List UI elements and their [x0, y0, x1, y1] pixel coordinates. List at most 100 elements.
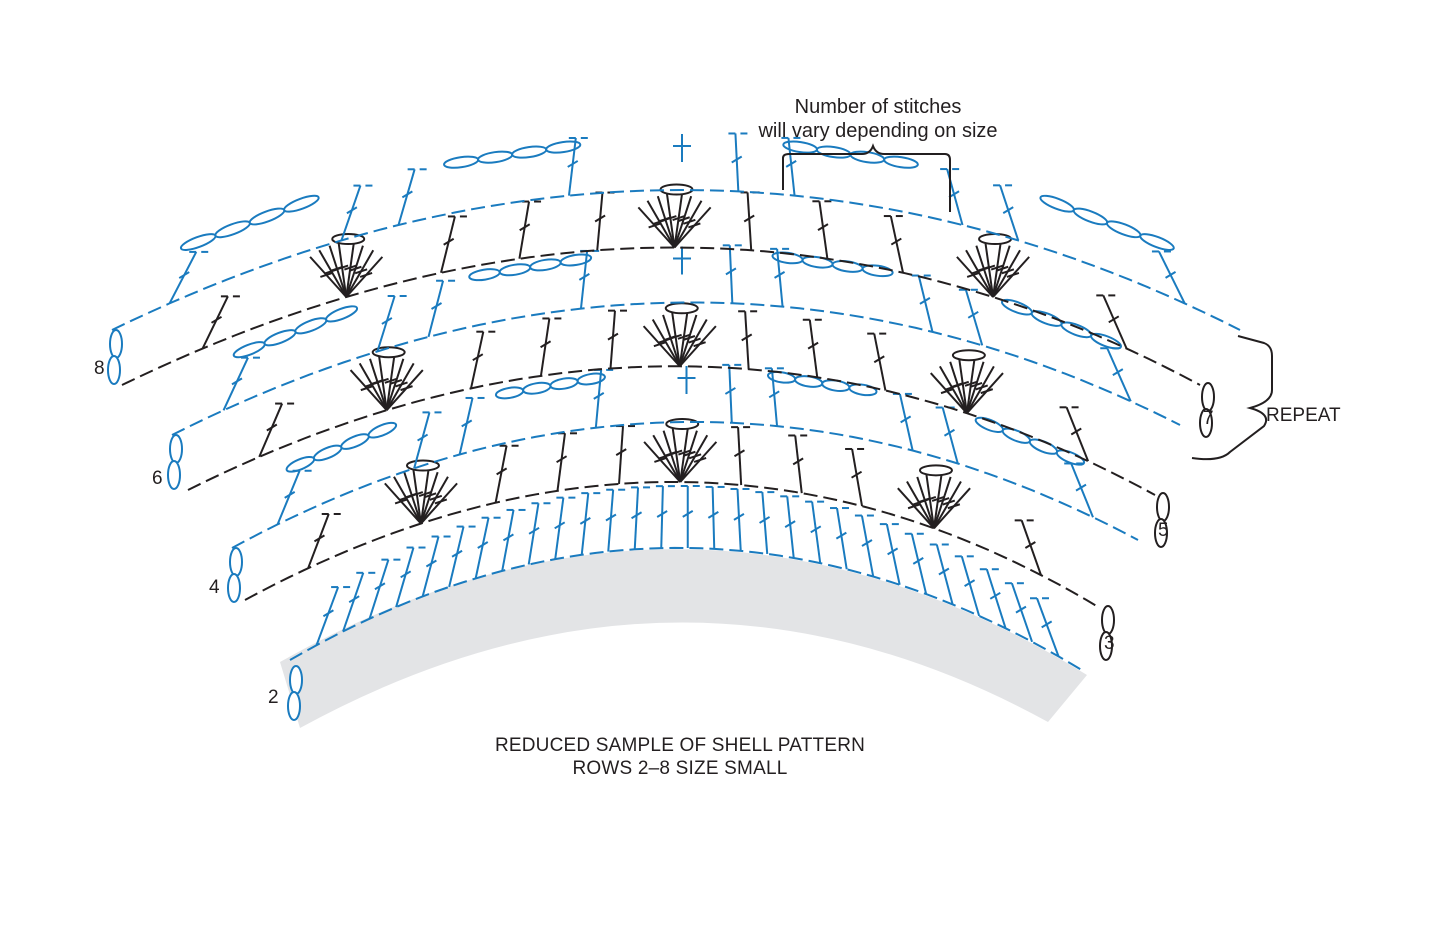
row-3-stitch-13: [1020, 520, 1042, 576]
row-5-shell-2-bar-0: [940, 388, 954, 395]
row-5-shell-0-bar-7: [400, 385, 413, 392]
row-7-stitch-4: [440, 216, 456, 273]
row-2-stitch-22: [860, 515, 875, 577]
row-7-turn-a: [1201, 382, 1215, 412]
row-8-chain-1-1: [477, 150, 514, 164]
row-8-stitch-12-bar: [785, 160, 797, 168]
row-6-arc: [171, 301, 1181, 436]
row-7-shell-2-stem-5: [992, 245, 1011, 298]
row-2-stitch-1: [315, 586, 340, 646]
row-2-stitch-3: [368, 559, 390, 620]
row-2-turn-a: [289, 665, 303, 695]
foundation-band: [280, 549, 1087, 728]
row-3-turn-b: [1099, 631, 1113, 661]
row-7-stitch-5: [518, 201, 531, 259]
row-2-stitch-27: [985, 568, 1007, 629]
row-5-shell-2-stem-0: [930, 372, 968, 414]
row-4-chain-1-1: [522, 381, 552, 395]
repeat-label: REPEAT: [1266, 405, 1341, 426]
row-7-shell-0-stem-7: [345, 256, 384, 298]
row-4-chain-3-2: [1028, 438, 1059, 455]
row-2-stitch-10-bar: [554, 521, 566, 530]
row-2-stitch-12-bar: [605, 513, 617, 522]
row-3-shell-1-bar-7: [693, 456, 707, 463]
row-4-stitch-19: [1070, 463, 1094, 518]
row-8-chain-1-2: [511, 145, 548, 159]
row-8-chain-3-1: [1072, 207, 1109, 226]
row-7-shell-2-bar-4: [990, 264, 1004, 271]
row-4-stitch-5: [458, 397, 474, 455]
row-6-stitch-12-bar: [774, 270, 786, 279]
row-7-turn-b: [1199, 408, 1213, 438]
row-3-shell-1-chain: [665, 418, 700, 430]
row-8-stitch-1: [168, 251, 198, 304]
row-8-chain-0-0: [179, 233, 217, 251]
row-3-shell-0-stem-3: [412, 469, 422, 524]
row-5-shell-1-bar-3: [669, 333, 682, 340]
row-6-stitch-15: [917, 275, 934, 333]
row-5-shell-2-chain: [951, 349, 986, 362]
row-5-shell-0-bar-5: [389, 379, 403, 385]
row-5-shell-1-chain: [664, 302, 699, 315]
row-7-shell-1-stem-2: [656, 195, 676, 248]
row-5-turn-a: [1156, 492, 1170, 522]
row-7-stitch-1-bar: [210, 315, 223, 324]
row-3-shell-1-stem-7: [679, 441, 718, 483]
row-3-shell-0-bar-0: [394, 498, 408, 505]
row-8-turn-a: [109, 329, 123, 359]
stitch-count-bracket: [782, 143, 951, 212]
row-8-stitch-4-bar: [346, 206, 358, 215]
row-2-stitch-26: [960, 556, 981, 617]
row-number-7: 7: [1203, 408, 1214, 429]
row-4-stitch-4-bar: [417, 433, 429, 442]
row-5-shell-0-stem-2: [369, 358, 388, 411]
row-7-shell-1-bar-7: [688, 222, 701, 229]
row-5-shell-1-stem-2: [662, 314, 681, 367]
row-3-shell-1-stem-5: [679, 430, 698, 483]
row-7-shell-0-stem-0: [309, 256, 347, 298]
row-3-shell-2-stem-3: [925, 474, 935, 529]
row-8-stitch-11-bar: [731, 155, 743, 164]
row-8-arc: [111, 188, 1241, 331]
row-5-shell-2-bar-3: [956, 380, 970, 387]
row-5-stitch-4: [470, 331, 485, 389]
row-2-stitch-6-bar: [451, 549, 463, 558]
row-3-stitch-5-bar: [556, 455, 568, 464]
row-4-arc: [231, 421, 1139, 549]
row-6-chain-1-2: [529, 258, 562, 272]
row-3-shell-1-stem-0: [643, 441, 681, 483]
row-8-chain-1-0: [443, 155, 480, 169]
row-5-shell-2-stem-2: [949, 361, 968, 414]
row-3-shell-1-stem-2: [662, 430, 682, 483]
row-3-shell-2-stem-5: [933, 476, 952, 529]
row-2-stitch-19-bar: [784, 520, 796, 528]
row-5-shell-0-bar-4: [384, 377, 398, 384]
row-8-chain-0-2: [248, 207, 286, 226]
row-3-arc: [244, 481, 1101, 609]
row-2-turn-b: [287, 691, 301, 721]
row-2-stitch-14-bar: [656, 510, 668, 518]
row-8-stitch-19: [1158, 251, 1186, 304]
row-4-stitch-8: [594, 369, 603, 428]
row-7-shell-1-stem-7: [673, 206, 712, 249]
row-6-chain-3-2: [1060, 321, 1093, 339]
row-3-shell-0-bar-7: [434, 498, 448, 505]
row-5-stitch-4-bar: [472, 353, 484, 362]
row-6-turn-b: [167, 460, 181, 490]
row-5-shell-2-bar-6: [975, 384, 989, 391]
row-number-8: 8: [94, 358, 105, 379]
row-7-shell-1-bar-4: [672, 215, 685, 222]
row-3-shell-1-bar-5: [683, 450, 696, 457]
row-2-stitch-4: [395, 547, 415, 608]
row-7-shell-2-bar-7: [1006, 271, 1020, 278]
row-5-shell-1-bar-0: [653, 341, 667, 348]
row-3-stitch-8-bar: [733, 449, 745, 458]
row-7-shell-2-stem-0: [956, 256, 994, 298]
row-5-shell-0-stem-5: [385, 358, 405, 411]
row-3-shell-2-bar-0: [907, 503, 921, 510]
row-2-stitch-2: [342, 572, 365, 632]
row-3-shell-2-bar-5: [936, 497, 950, 504]
row-4-stitch-19-bar: [1075, 483, 1087, 492]
row-2-stitch-16-bar: [707, 510, 719, 519]
row-7-shell-2-stem-1: [965, 249, 994, 298]
